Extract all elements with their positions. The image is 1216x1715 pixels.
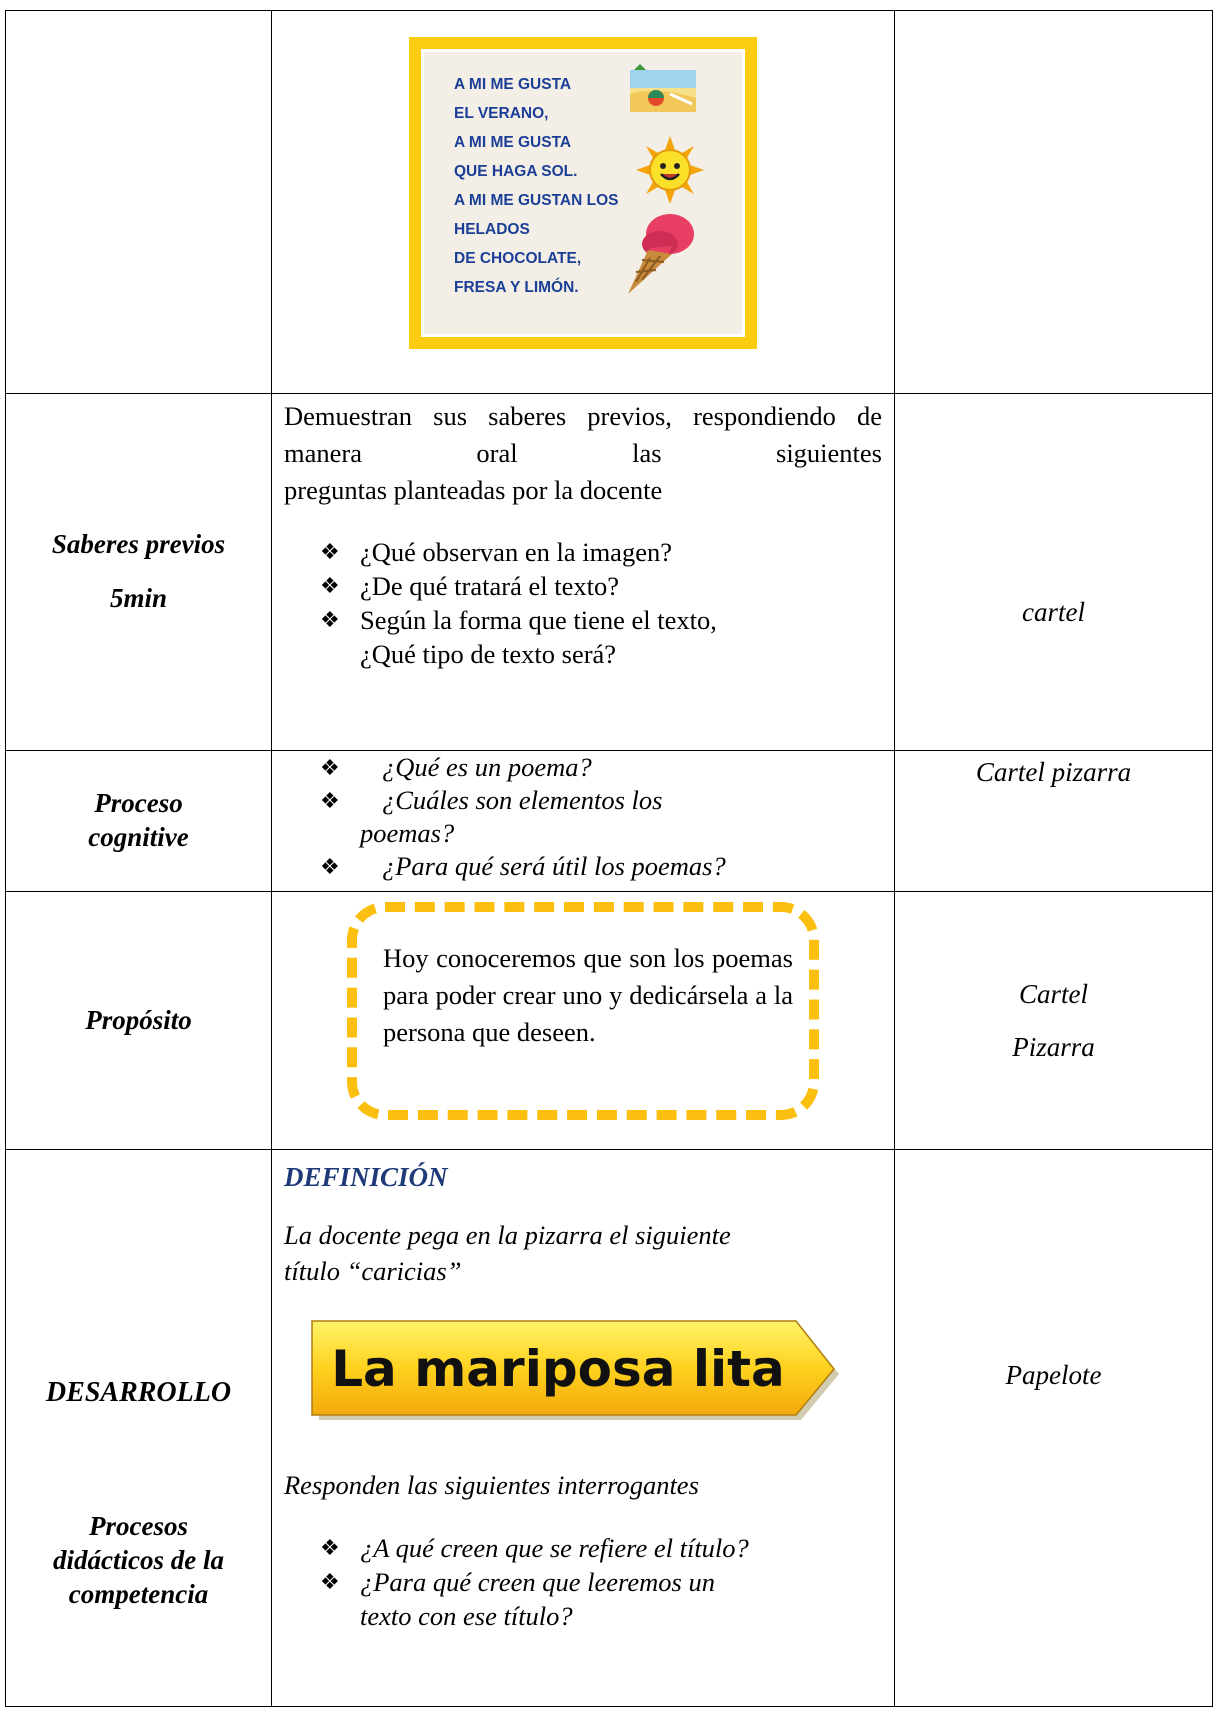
diamond-bullet-icon: ❖: [320, 1535, 340, 1560]
diamond-bullet-icon: ❖: [320, 854, 340, 879]
proposito-label: Propósito: [5, 891, 272, 1150]
saberes-resource: cartel: [894, 393, 1213, 751]
question-text: ¿Cuáles son elementos los: [382, 785, 663, 815]
sun-icon: [636, 136, 704, 204]
desarrollo-label: DESARROLLO: [45, 1377, 232, 1408]
poem-line: EL VERANO,: [454, 105, 549, 122]
poem-poster: A MI ME GUSTA EL VERANO, A MI ME GUSTA Q…: [409, 37, 757, 349]
poem-line: QUE HAGA SOL.: [454, 163, 578, 180]
question-text: ¿Qué tipo de texto será?: [360, 639, 617, 669]
proceso-label-2: cognitive: [88, 822, 189, 852]
diamond-bullet-icon: ❖: [320, 607, 340, 632]
purpose-callout: Hoy conoceremos que son los poemas para …: [347, 902, 819, 1120]
list-item: ❖ ¿Qué es un poema?: [272, 751, 894, 784]
paragraph-line: preguntas planteadas por la docente: [284, 475, 663, 505]
table-row-poster: A MI ME GUSTA EL VERANO, A MI ME GUSTA Q…: [5, 10, 1213, 394]
procesos-label: Procesos: [89, 1511, 188, 1541]
poem-line: A MI ME GUSTA: [454, 134, 572, 151]
empty-resource-cell: [894, 10, 1213, 394]
question-text: texto con ese título?: [360, 1601, 573, 1631]
proposito-resource-cell: Cartel Pizarra: [894, 891, 1213, 1150]
list-item: ❖ ¿A qué creen que se refiere el título?: [320, 1531, 894, 1565]
diamond-bullet-icon: ❖: [320, 1569, 340, 1594]
proceso-question-list: ❖ ¿Qué es un poema? ❖ ¿Cuáles son elemento…: [272, 751, 894, 883]
proceso-content-cell: ❖ ¿Qué es un poema? ❖ ¿Cuáles son elemento…: [271, 750, 895, 892]
diamond-bullet-icon: ❖: [320, 755, 340, 780]
desarrollo-label-cell: DESARROLLO Procesos didácticos de la com…: [5, 1149, 272, 1707]
proceso-label: Proceso: [94, 788, 183, 819]
question-text: ¿Para qué creen que leeremos un: [360, 1567, 715, 1597]
poem-line: A MI ME GUSTA: [454, 76, 572, 93]
saberes-paragraph: Demuestran sus saberes previos, respondi…: [272, 398, 894, 509]
purpose-text: Hoy conoceremos que son los poemas para …: [383, 943, 793, 1047]
table-row-proceso: Proceso cognitive ❖ ¿Qué es un poema? ❖ ¿C…: [5, 750, 1213, 892]
desarrollo-resource: Papelote: [894, 1149, 1213, 1707]
proceso-resource: Cartel pizarra: [894, 750, 1213, 892]
poster-cell: A MI ME GUSTA EL VERANO, A MI ME GUSTA Q…: [271, 10, 895, 394]
empty-label-cell: [5, 10, 272, 394]
diamond-bullet-icon: ❖: [320, 573, 340, 598]
poem-poster-paper: A MI ME GUSTA EL VERANO, A MI ME GUSTA Q…: [421, 49, 745, 337]
banner-title: La mariposa lita: [331, 1340, 785, 1398]
procesos-label-2: didácticos de la: [53, 1544, 224, 1575]
desarrollo-question-list: ❖¿A qué creen que se refiere el título? …: [272, 1531, 894, 1633]
proceso-label-cell: Proceso cognitive: [5, 750, 272, 892]
beach-icon: [630, 64, 696, 112]
poem-line: HELADOS: [454, 221, 530, 238]
procesos-label-3: competencia: [68, 1578, 209, 1609]
list-item: ❖ ¿De qué tratará el texto?: [320, 569, 894, 603]
saberes-content-cell: Demuestran sus saberes previos, respondi…: [271, 393, 895, 751]
paragraph-line: respondiendo de manera oral las siguient…: [284, 401, 882, 468]
diamond-bullet-icon: ❖: [320, 788, 340, 813]
intro-line: título “caricias”: [284, 1256, 462, 1286]
desarrollo-content-cell: DEFINICIÓN La docente pega en la pizarra…: [271, 1149, 895, 1707]
question-text: Según la forma que tiene el texto,: [360, 605, 717, 635]
paragraph-line: Demuestran sus saberes previos,: [284, 401, 672, 431]
question-text: ¿De qué tratará el texto?: [360, 571, 619, 601]
list-item: ❖ ¿Para qué creen que leeremos un texto co…: [320, 1565, 894, 1633]
poem-line: FRESA Y LIMÓN.: [454, 279, 579, 296]
respond-text: Responden las siguientes interrogantes: [284, 1470, 699, 1500]
saberes-label: Saberes previos: [51, 529, 226, 560]
definition-heading: DEFINICIÓN: [284, 1162, 448, 1192]
arrow-banner-shape: [311, 1320, 839, 1420]
intro-text: La docente pega en la pizarra el siguien…: [272, 1217, 894, 1289]
question-text: ¿A qué creen que se refiere el título?: [360, 1533, 749, 1563]
poem-line: A MI ME GUSTAN LOS: [454, 192, 619, 209]
question-text: ¿Para qué será útil los poemas?: [382, 851, 726, 881]
saberes-question-list: ❖ ¿Qué observan en la imagen? ❖ ¿De qué tr…: [272, 535, 894, 671]
question-text: ¿Qué observan en la imagen?: [360, 537, 672, 567]
table-row-saberes: Saberes previos 5min Demuestran sus sabe…: [5, 393, 1213, 751]
proposito-resource-1: Cartel: [1018, 978, 1088, 1009]
question-text: poemas?: [360, 818, 455, 848]
ice-cream-icon: [628, 214, 694, 294]
proposito-content-cell: Hoy conoceremos que son los poemas para …: [271, 891, 895, 1150]
table-row-desarrollo: DESARROLLO Procesos didácticos de la com…: [5, 1149, 1213, 1707]
saberes-time: 5min: [109, 583, 168, 613]
intro-line: La docente pega en la pizarra el siguien…: [284, 1220, 731, 1250]
proposito-resource-2: Pizarra: [1012, 1031, 1095, 1062]
saberes-label-cell: Saberes previos 5min: [5, 393, 272, 751]
list-item: ❖ ¿Para qué será útil los poemas?: [272, 850, 894, 883]
lesson-plan-table: A MI ME GUSTA EL VERANO, A MI ME GUSTA Q…: [5, 10, 1213, 1707]
poem-line: DE CHOCOLATE,: [454, 250, 582, 267]
diamond-bullet-icon: ❖: [320, 539, 340, 564]
table-row-proposito: Propósito Hoy conoceremos que son los po…: [5, 891, 1213, 1150]
list-item: ❖ ¿Qué observan en la imagen?: [320, 535, 894, 569]
title-banner: La mariposa lita: [310, 1319, 840, 1420]
list-item: ❖ Según la forma que tiene el texto, ¿Qué …: [320, 603, 894, 671]
question-text: ¿Qué es un poema?: [382, 752, 592, 782]
